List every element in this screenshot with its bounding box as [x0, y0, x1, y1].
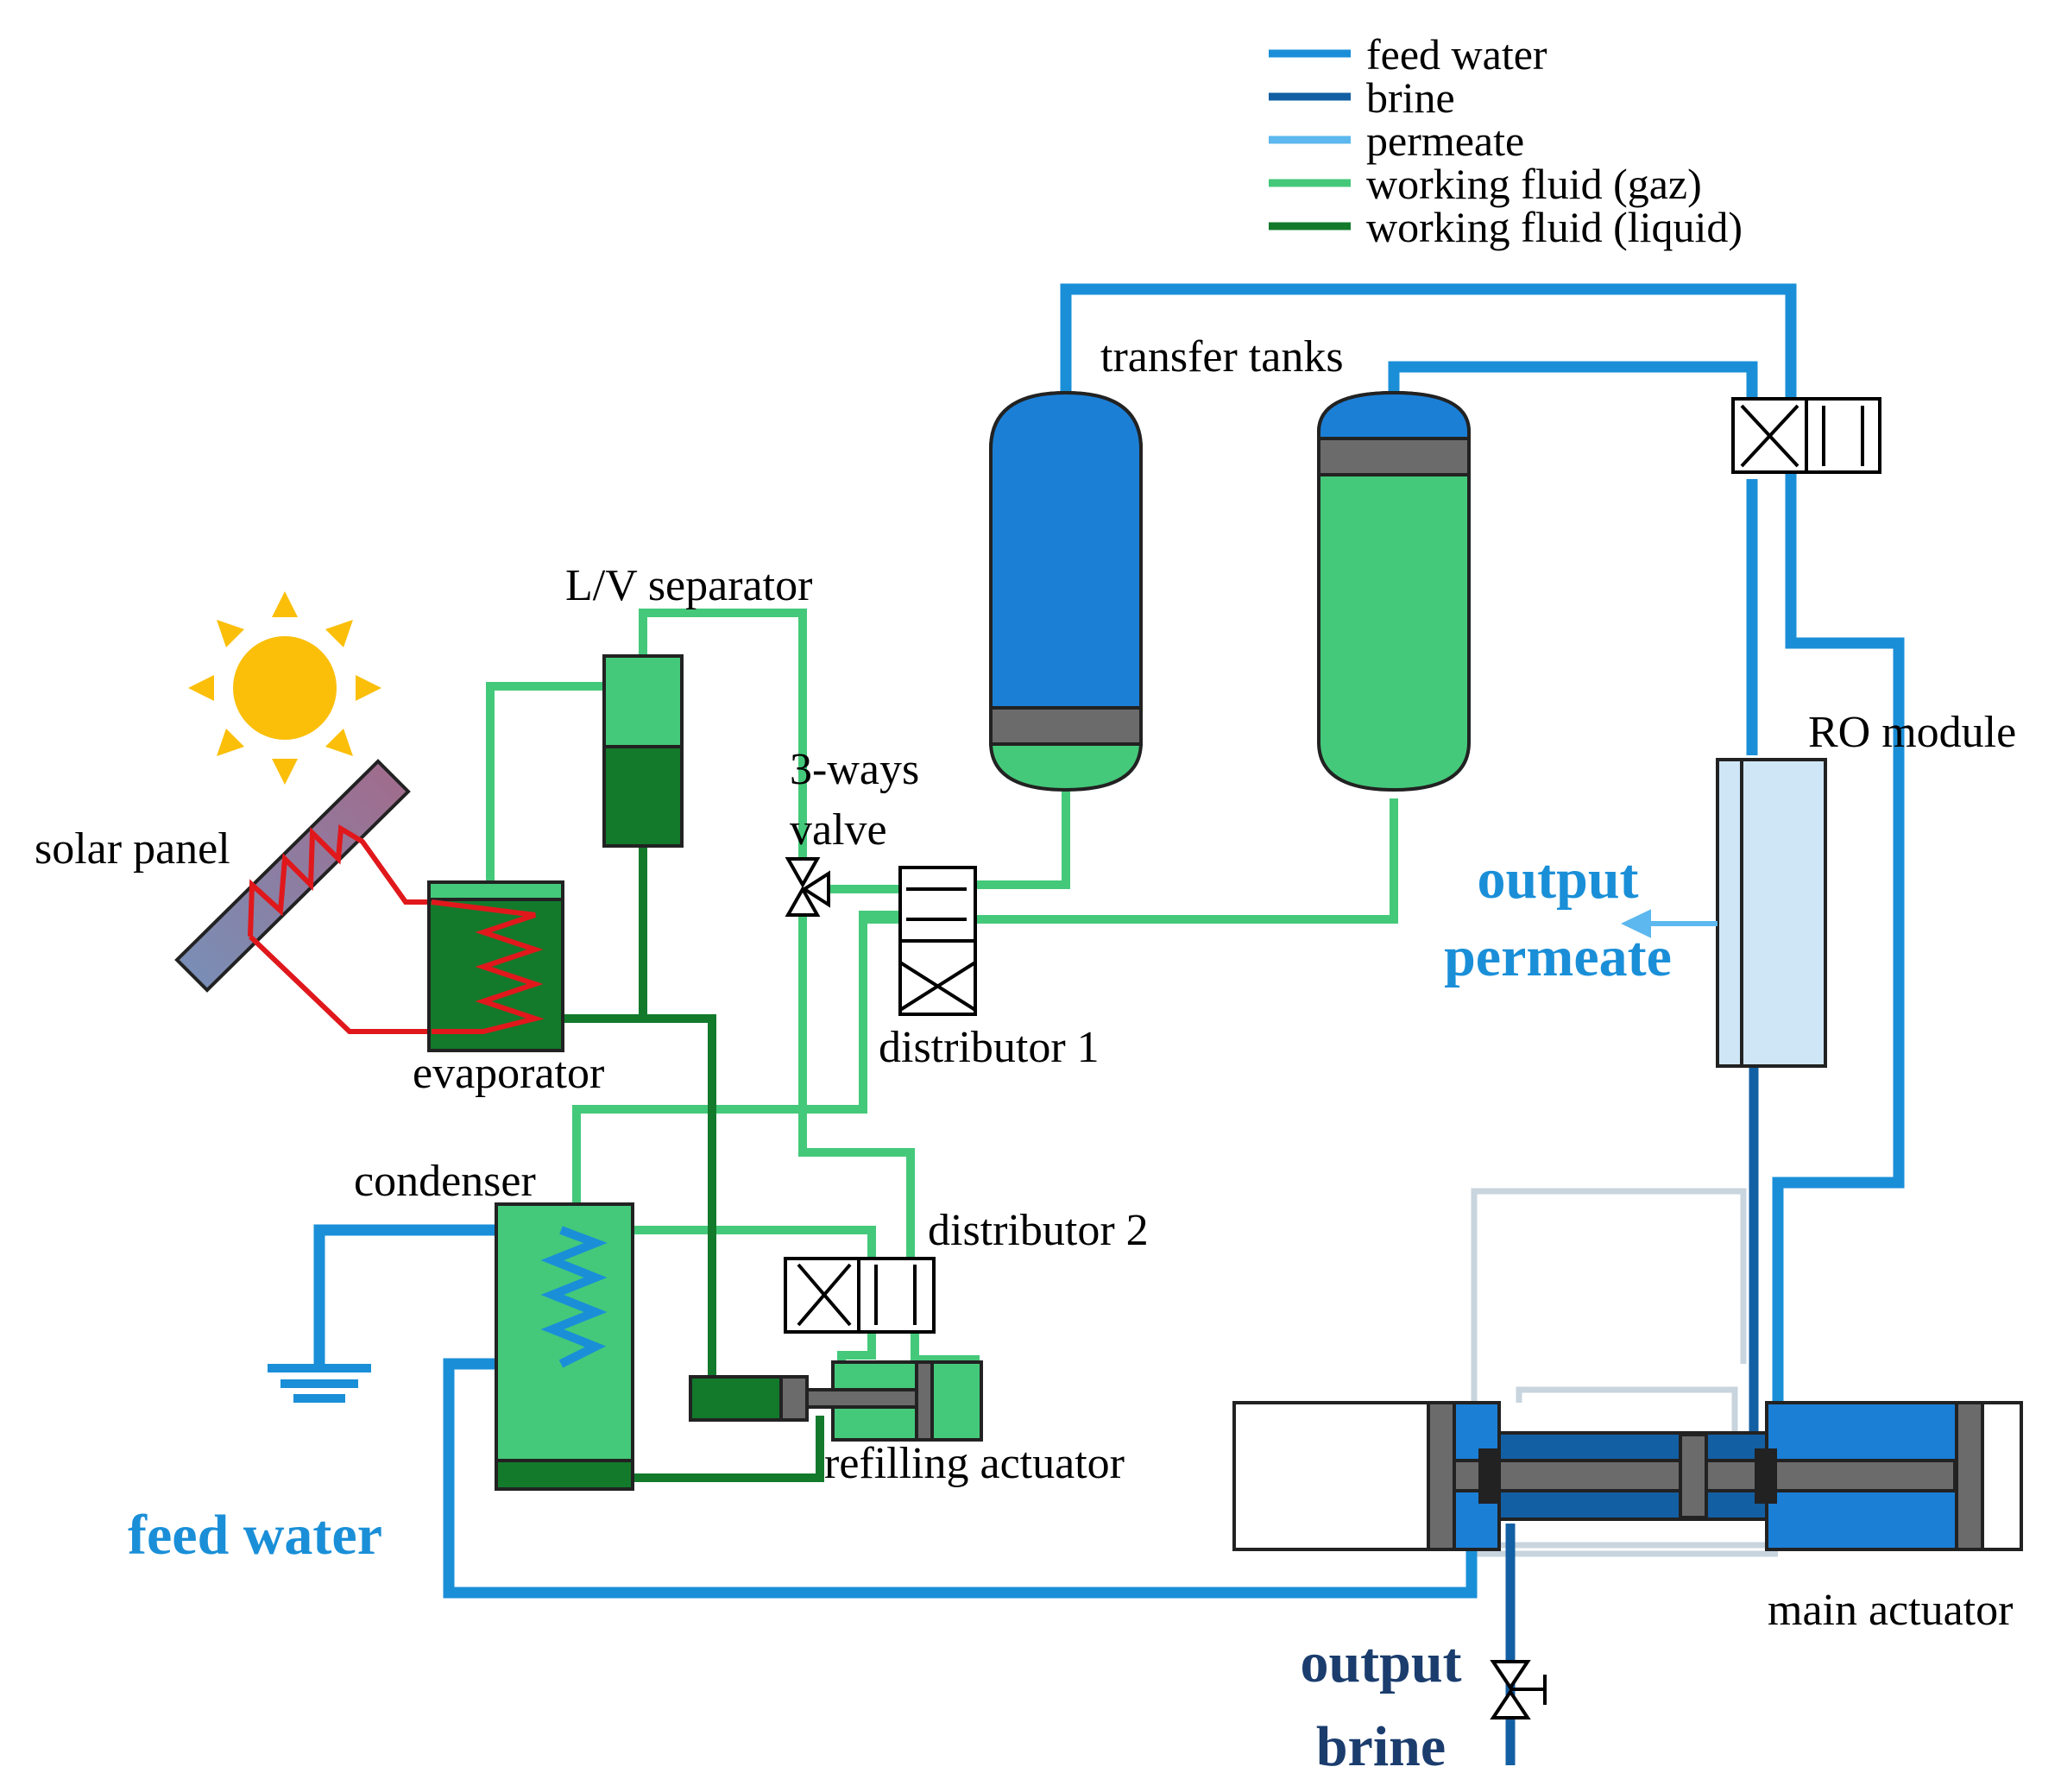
label-transfer-tanks: transfer tanks	[1100, 332, 1344, 382]
label-refilling-actuator: refilling actuator	[824, 1439, 1125, 1488]
solar-heat-loop	[248, 823, 432, 1034]
legend-label-permeate: permeate	[1366, 117, 1524, 165]
feed-water-source-icon	[268, 1364, 371, 1403]
transfer-tank-left	[989, 390, 1143, 792]
distributor-1	[898, 866, 977, 1016]
label-output-brine-line1: output	[1300, 1631, 1461, 1694]
label-output-permeate-line2: permeate	[1444, 925, 1672, 988]
label-output-permeate-line1: output	[1477, 848, 1638, 911]
lv-separator	[602, 654, 684, 848]
ro-module	[1716, 758, 1827, 1068]
condenser-coil	[540, 1226, 608, 1368]
transfer-tank-right	[1317, 390, 1471, 792]
label-feed-water: feed water	[128, 1504, 382, 1567]
label-distributor-2: distributor 2	[928, 1206, 1149, 1255]
solar-panel	[174, 759, 411, 993]
three-ways-valve-icon	[785, 857, 830, 917]
brine-pipes	[1505, 1066, 1759, 1765]
label-solar-panel: solar panel	[35, 824, 230, 874]
sun-icon	[188, 591, 381, 785]
permeate-output-arrow	[1621, 909, 1718, 938]
brine-outlet-valve-icon	[1490, 1660, 1547, 1719]
distributor-2	[784, 1257, 936, 1334]
legend-label-brine: brine	[1366, 73, 1455, 122]
legend-label-working-fluid-liquid: working fluid (liquid)	[1366, 203, 1743, 251]
legend: feed water brine permeate working fluid …	[1269, 30, 1743, 251]
main-actuator	[1232, 1401, 2023, 1551]
refilling-actuator	[689, 1360, 983, 1442]
legend-label-working-fluid-gas: working fluid (gaz)	[1366, 160, 1702, 208]
condenser	[495, 1202, 634, 1491]
working-fluid-liquid-pipes	[563, 846, 824, 1482]
evaporator	[427, 880, 564, 1052]
label-condenser: condenser	[354, 1157, 536, 1206]
evaporator-coil	[431, 899, 545, 1034]
label-three-ways-valve-line1: 3-ways	[790, 745, 919, 794]
legend-label-feed-water: feed water	[1366, 30, 1547, 79]
main-switching-valve-icon	[1731, 397, 1881, 474]
label-distributor-1: distributor 1	[879, 1023, 1100, 1072]
label-three-ways-valve-line2: valve	[790, 805, 887, 855]
label-ro-module: RO module	[1808, 708, 2016, 757]
feed-water-pipes	[313, 283, 1905, 1599]
label-evaporator: evaporator	[413, 1049, 604, 1098]
label-main-actuator: main actuator	[1768, 1586, 2013, 1635]
label-output-brine-line2: brine	[1316, 1715, 1446, 1778]
label-lv-separator: L/V separator	[565, 561, 812, 610]
